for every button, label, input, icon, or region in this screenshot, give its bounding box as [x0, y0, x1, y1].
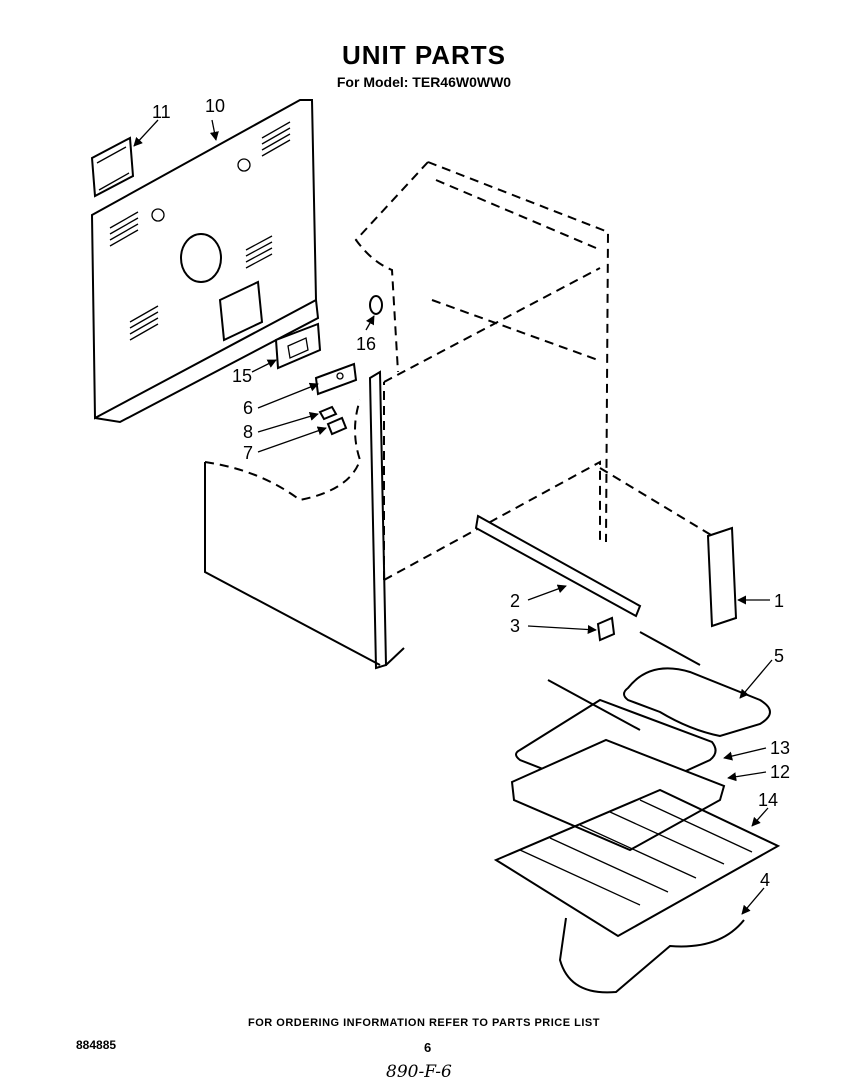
- part-12-broiler-pan: [510, 738, 726, 852]
- callout-7: 7: [243, 443, 253, 463]
- callout-5: 5: [774, 646, 784, 666]
- callout-2: 2: [510, 591, 520, 611]
- part-11-cover-plate: [90, 136, 135, 198]
- document-number: 884885: [76, 1038, 117, 1052]
- part-8-screw: [318, 405, 338, 421]
- callout-8: 8: [243, 422, 253, 442]
- cabinet-body-reference: [204, 161, 717, 670]
- part-6-terminal-block: [314, 362, 358, 396]
- page-title: UNIT PARTS: [341, 40, 507, 70]
- callout-14: 14: [758, 790, 778, 810]
- callout-4: 4: [760, 870, 770, 890]
- part-16-grommet: [369, 295, 383, 315]
- callout-6: 6: [243, 398, 253, 418]
- callout-10: 10: [205, 96, 225, 116]
- part-4-bake-element: [558, 917, 745, 994]
- part-5-bake-element: [623, 631, 771, 738]
- callout-1: 1: [774, 591, 784, 611]
- leader-lines: [133, 119, 773, 915]
- callout-12: 12: [770, 762, 790, 782]
- callout-13: 13: [770, 738, 790, 758]
- part-2-rail: [474, 514, 642, 618]
- callout-3: 3: [510, 616, 520, 636]
- part-3-clip: [596, 616, 616, 642]
- callout-16: 16: [356, 334, 376, 354]
- model-subtitle: For Model: TER46W0WW0: [336, 74, 512, 90]
- callout-11: 11: [152, 102, 171, 122]
- part-10-rear-panel: [90, 99, 320, 424]
- callout-labels: 11 10 15 6 8 7 16 1 2 3 5 13 12 14 4: [152, 96, 790, 890]
- part-1-side-trim: [706, 526, 738, 628]
- page-number: 6: [424, 1040, 432, 1055]
- part-15-terminal-bracket: [274, 322, 322, 370]
- handwritten-note: 890-F-6: [386, 1062, 452, 1082]
- exploded-parts-diagram: 11 10 15 6 8 7 16 1 2 3 5 13 12 14 4: [90, 96, 790, 994]
- callout-15: 15: [232, 366, 252, 386]
- ordering-note: FOR ORDERING INFORMATION REFER TO PARTS …: [248, 1017, 600, 1029]
- part-14-oven-rack: [493, 788, 781, 938]
- part-7-clip: [326, 416, 348, 436]
- part-13-broil-element: [515, 679, 717, 802]
